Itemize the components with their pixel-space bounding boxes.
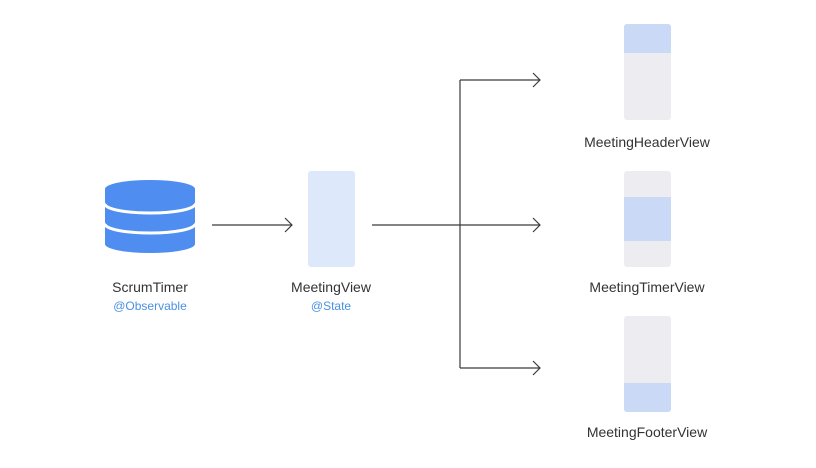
- arrow-to-meeting-header-view: [460, 72, 541, 88]
- branch-connector: [372, 80, 461, 368]
- meeting-header-view-phone-icon: [624, 24, 671, 120]
- meeting-view-annotation: @State: [310, 299, 352, 313]
- scrum-timer-annotation: @Observable: [113, 299, 187, 313]
- meeting-header-view-label: MeetingHeaderView: [584, 134, 710, 150]
- scrum-timer-label: ScrumTimer: [112, 279, 188, 295]
- arrow-scrumtimer-to-meetingview: [212, 217, 293, 233]
- arrow-to-meeting-footer-view: [460, 360, 541, 376]
- meeting-timer-view-label: MeetingTimerView: [589, 279, 705, 295]
- meeting-view-phone-icon: [308, 171, 355, 267]
- meeting-view-label: MeetingView: [291, 279, 371, 295]
- meeting-timer-view-phone-icon: [624, 171, 671, 267]
- arrow-to-meeting-timer-view: [460, 217, 541, 233]
- meeting-footer-view-phone-icon: [624, 316, 671, 412]
- meeting-footer-view-label: MeetingFooterView: [586, 424, 708, 440]
- database-icon: [103, 180, 197, 253]
